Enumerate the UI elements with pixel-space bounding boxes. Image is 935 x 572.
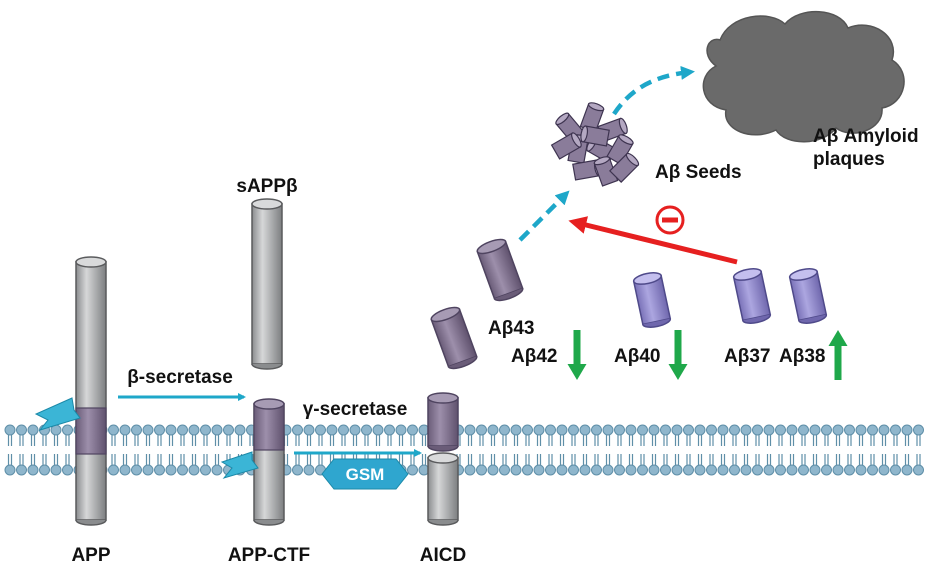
abeta-seeds-cluster bbox=[550, 102, 640, 187]
seed-piece bbox=[579, 102, 605, 133]
label-gamma-secretase: γ-secretase bbox=[303, 399, 408, 420]
abeta-released-fragment bbox=[427, 392, 459, 452]
label-app-ctf: APP-CTF bbox=[228, 545, 310, 566]
seed-piece bbox=[550, 132, 582, 160]
aggregation-arrow-to-seeds bbox=[518, 190, 570, 242]
label-ab42: Aβ42 bbox=[511, 346, 557, 367]
aggregation-arrow-to-plaques bbox=[612, 65, 695, 116]
label-app: APP bbox=[71, 545, 110, 566]
seed-piece bbox=[593, 156, 619, 187]
abeta43-cylinder bbox=[476, 238, 524, 302]
seed-piece bbox=[609, 152, 640, 183]
seed-piece bbox=[580, 125, 610, 147]
amyloid-plaque-cloud bbox=[702, 11, 905, 143]
level-change-arrows bbox=[567, 330, 848, 380]
aicd-fragment bbox=[427, 452, 459, 526]
label-ab38: Aβ38 bbox=[779, 346, 825, 367]
inhibition-arrow bbox=[568, 216, 738, 265]
cell-membrane bbox=[4, 424, 924, 476]
abeta42-cylinder bbox=[430, 306, 478, 370]
gamma-secretase-enzyme-icon bbox=[220, 451, 259, 479]
abeta38-cylinder bbox=[788, 268, 828, 324]
beta-secretase-enzyme-icon bbox=[34, 397, 81, 431]
label-ab-seeds: Aβ Seeds bbox=[655, 162, 742, 183]
label-plaques-line1: Aβ Amyloid bbox=[813, 126, 919, 147]
label-sappb: sAPPβ bbox=[236, 176, 297, 197]
label-plaques-line2: plaques bbox=[813, 149, 885, 170]
gsm-badge: GSM bbox=[321, 458, 409, 490]
app-protein bbox=[75, 256, 107, 526]
label-aicd: AICD bbox=[420, 545, 466, 566]
gsm-label: GSM bbox=[346, 465, 385, 484]
label-ab40: Aβ40 bbox=[614, 346, 660, 367]
minus-bar bbox=[662, 217, 678, 223]
abeta37-cylinder bbox=[732, 268, 772, 324]
ab40-decrease-arrow-icon bbox=[668, 330, 688, 380]
label-beta-secretase: β-secretase bbox=[127, 367, 233, 388]
sappb-fragment bbox=[251, 198, 283, 370]
label-ab37: Aβ37 bbox=[724, 346, 770, 367]
label-ab43: Aβ43 bbox=[488, 318, 534, 339]
abeta40-cylinder bbox=[632, 272, 672, 328]
ab42-decrease-arrow-icon bbox=[567, 330, 587, 380]
app-ctf-fragment bbox=[253, 398, 285, 526]
ab38-increase-arrow-icon bbox=[828, 330, 848, 380]
